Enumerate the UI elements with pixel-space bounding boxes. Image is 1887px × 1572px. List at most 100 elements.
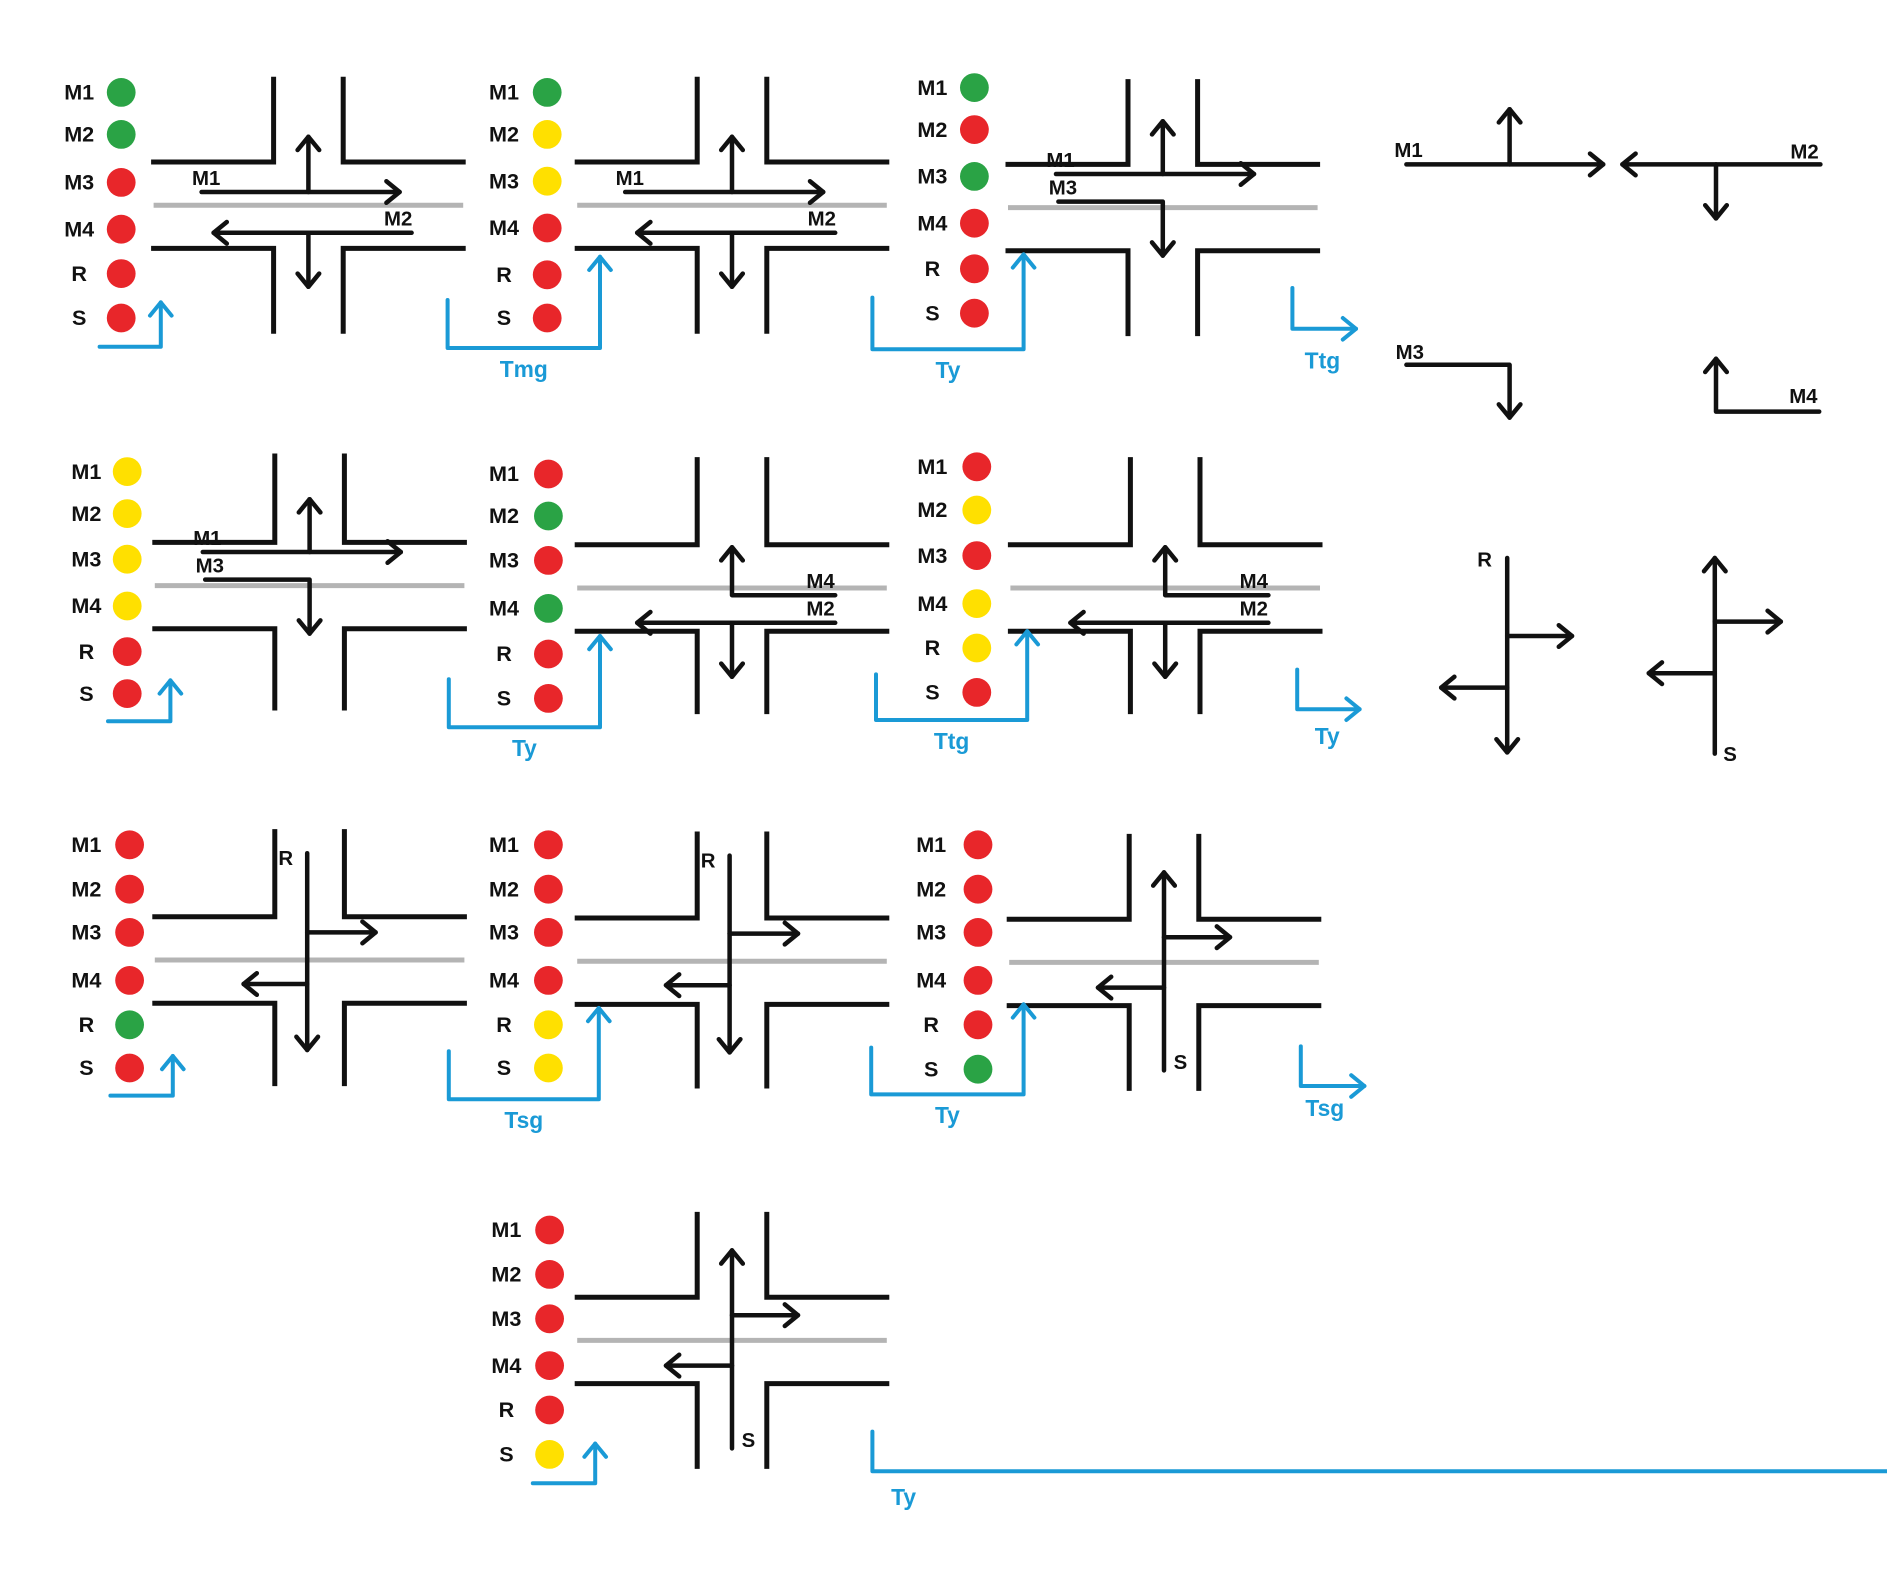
traffic-label-m2-6: M2 [1240,599,1268,621]
entry-arrow-4 [106,678,184,724]
intersection-9-curb-se [1196,1003,1322,1091]
signal-label-m4: M4 [917,591,947,616]
signal-light-m1 [962,452,992,482]
m1-through-arrow-3 [1053,160,1257,188]
r-left-turn-arrow-7-head [241,970,260,998]
signal-label-m2: M2 [489,503,519,528]
m4-right-turn-arrow-5-head [718,544,746,563]
intersection-8-curb-sw [574,1001,700,1089]
r-left-turn-arrow-7 [241,970,310,998]
m1-left-turn-arrow-2 [718,134,746,195]
intersection-8-curb-nw [574,831,700,921]
signal-label-m1: M1 [71,832,101,857]
s-left-turn-arrow-9 [1095,974,1167,1001]
r-through-arrow-8-head [716,1036,743,1055]
intersection-4-curb-se [341,626,467,711]
signal-label-r: R [496,1012,512,1037]
signal-label-m3: M3 [491,1306,521,1331]
legend-label-m1: M1 [1394,140,1422,162]
signal-light-m3 [960,162,989,191]
m4-right-turn-arrow-5 [718,544,838,598]
s-right-turn-arrow-9 [1161,924,1233,951]
r-right-turn-arrow-7-head [360,919,378,946]
traffic-label-m2-2: M2 [808,209,836,231]
legend-label-m2: M2 [1790,141,1818,163]
intersection-3-curb-nw [1005,79,1131,167]
traffic-7: R [241,848,378,1053]
signal-label-m2: M2 [917,117,947,142]
timing-exit-label-3: Tsg [1305,1095,1344,1121]
signal-label-m3: M3 [71,546,101,571]
intersection-1-curb-ne [340,76,466,165]
signal-light-s [115,1053,144,1083]
exit-line-3 [1298,1044,1367,1088]
signal-light-r [960,254,989,284]
signal-light-m1 [115,830,144,860]
m1-through-arrow-2-head [807,178,826,206]
legend-m2-through-arrow [1620,151,1823,178]
signal-light-m2 [535,1260,564,1289]
m2-left-turn-arrow-2-head [718,271,746,290]
signal-light-m4 [532,213,562,243]
signal-light-r [112,637,142,666]
timing-exit-3: Tsg [1298,1044,1367,1121]
signal-light-m1 [534,830,563,860]
m2-left-turn-arrow-5 [718,620,746,680]
intersection-6-curb-sw [1007,628,1133,715]
signal-light-m2 [962,495,992,525]
intersection-1-curb-se [340,245,466,334]
signal-label-s: S [79,1055,93,1080]
exit-arrowhead-2 [1344,696,1362,722]
signal-label-m4: M4 [71,593,101,618]
legend-r-left-arrow-head [1438,674,1457,701]
signal-light-m2 [532,119,562,149]
intersection-10-curb-nw [574,1211,700,1300]
intersection-9-curb-sw [1006,1003,1132,1091]
entry-arrowhead-7 [160,1054,186,1072]
s-through-arrow-10 [718,1248,746,1451]
signal-label-m4: M4 [71,968,101,993]
signal-light-m3 [112,544,142,574]
signal-label-m3: M3 [916,920,946,945]
intersection-10-curb-ne [764,1211,890,1300]
r-left-turn-arrow-8-head [663,972,682,999]
signal-light-m3 [534,918,563,947]
m2-through-arrow-6-head [1068,609,1086,636]
m3-right-turn-arrow-3-shaft [1056,199,1166,258]
legend-label-m4: M4 [1789,386,1818,408]
s-through-arrow-9-head [1150,870,1178,888]
signal-light-m4 [115,966,144,995]
timing-exit-label-1: Ttg [1305,347,1340,373]
signal-label-m1: M1 [917,75,947,100]
legend-r-through-arrow [1494,555,1521,755]
entry-line-1 [97,300,163,349]
signal-light-r [534,1010,563,1040]
signal-label-s: S [925,680,939,705]
m4-right-turn-arrow-6-head [1152,544,1179,563]
intersection-5-curb-sw [574,628,700,715]
signal-light-r [532,260,562,290]
entry-arrowhead-4 [157,678,184,696]
signal-label-r: R [925,256,941,281]
signal-light-m2 [534,874,563,904]
signal-light-m4 [962,589,992,618]
signal-label-m1: M1 [489,461,519,486]
m3-right-turn-arrow-3-head [1149,240,1176,258]
signal-light-s [963,1054,993,1084]
traffic-label-r-8: R [701,851,716,873]
traffic-label-m4-5: M4 [806,571,835,593]
intersection-2 [574,76,890,334]
intersection-7-curb-ne [341,829,467,920]
intersection-3-curb-se [1195,248,1321,337]
timing-bracket-8: Tsg [446,1006,612,1133]
legend-m1-left-arrow-head [1496,106,1523,125]
s-right-turn-arrow-10-head [782,1302,801,1329]
signal-label-r: R [79,1012,95,1037]
m1-left-turn-arrow-4-head [296,496,323,515]
timing-bracket-3: Ty [870,252,1037,383]
exit-line-1 [1290,286,1358,331]
signal-light-m3 [532,166,562,196]
